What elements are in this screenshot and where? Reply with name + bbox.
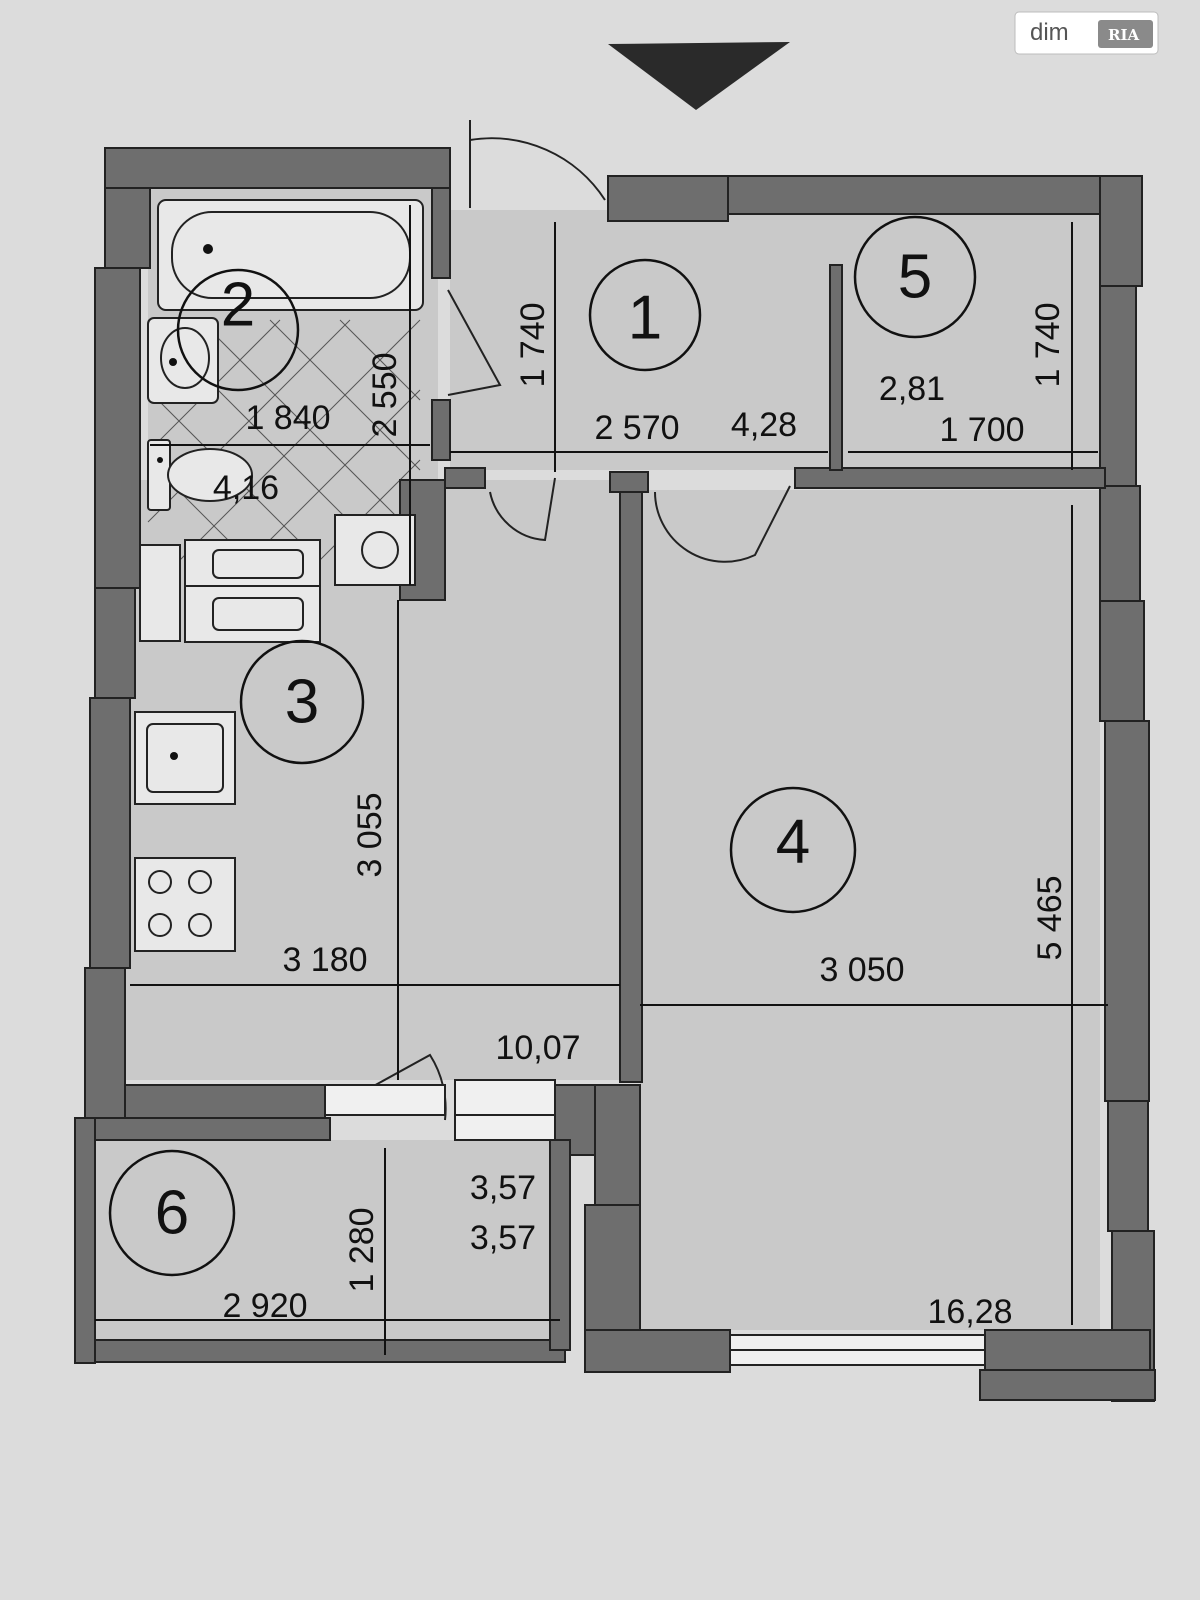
room-4-door: [654, 485, 791, 563]
room-5-number: 5: [898, 243, 932, 312]
room-1-number: 1: [628, 284, 662, 353]
room-6-height-label: 1 280: [343, 1207, 381, 1292]
window: [729, 1334, 986, 1366]
room-1-width-label: 2 570: [594, 409, 679, 447]
room-5-circle: [853, 215, 977, 339]
room-4-area: 16,28: [927, 1293, 1012, 1331]
room-2-height-label: 2 550: [366, 352, 404, 437]
room-6-area-repeat: 3,57: [470, 1219, 536, 1257]
room-5-height-label: 1 740: [1029, 302, 1067, 387]
watermark-badge: dim RIA: [1014, 11, 1159, 55]
entrance-door: [469, 120, 606, 208]
cabinet-icon: [139, 544, 181, 642]
bathroom-door: [447, 289, 502, 396]
triangle-down-icon: [608, 42, 790, 110]
radiator-icon: [184, 539, 321, 643]
room-6-circle: [108, 1149, 236, 1277]
room-2-width-label: 1 840: [245, 399, 330, 437]
room-3-height-label: 3 055: [351, 792, 389, 877]
room-2-area: 4,16: [213, 469, 279, 507]
watermark-brand: dim: [1030, 19, 1069, 46]
room-4-number: 4: [776, 808, 810, 877]
room-4-height-label: 5 465: [1031, 875, 1069, 960]
room-2-number: 2: [221, 271, 255, 340]
toilet-icon: [147, 439, 253, 511]
kitchen-sink-icon: [134, 711, 236, 805]
room-3-width-label: 3 180: [282, 941, 367, 979]
stove-icon: [134, 857, 236, 952]
watermark-logo: RIA: [1108, 26, 1139, 44]
room-4-floor: [640, 490, 1100, 1330]
room-1-5-floor: [450, 210, 1100, 470]
room-1-area: 4,28: [731, 406, 797, 444]
balcony-door: [324, 1053, 556, 1141]
room-6-number: 6: [155, 1179, 189, 1248]
room-4-width-label: 3 050: [819, 951, 904, 989]
kitchen-door: [489, 477, 556, 542]
sink-icon: [147, 317, 219, 404]
dimension-lines: [95, 205, 1108, 1355]
room-6-area: 3,57: [470, 1169, 536, 1207]
room-3-area: 10,07: [495, 1029, 580, 1067]
walls: [74, 147, 1156, 1402]
room-5-area: 2,81: [879, 370, 945, 408]
room-5-width-label: 1 700: [939, 411, 1024, 449]
bathtub-icon: [157, 199, 424, 311]
room-6-width-label: 2 920: [222, 1287, 307, 1325]
washing-machine-icon: [334, 514, 416, 586]
room-3-circle: [239, 639, 365, 765]
watermark-logo-box: [1098, 20, 1153, 48]
room-3-number: 3: [285, 668, 319, 737]
room-1-circle: [588, 258, 702, 372]
room-4-circle: [729, 786, 857, 914]
room-2-circle: [176, 268, 300, 392]
room-1-height-label: 1 740: [514, 302, 552, 387]
